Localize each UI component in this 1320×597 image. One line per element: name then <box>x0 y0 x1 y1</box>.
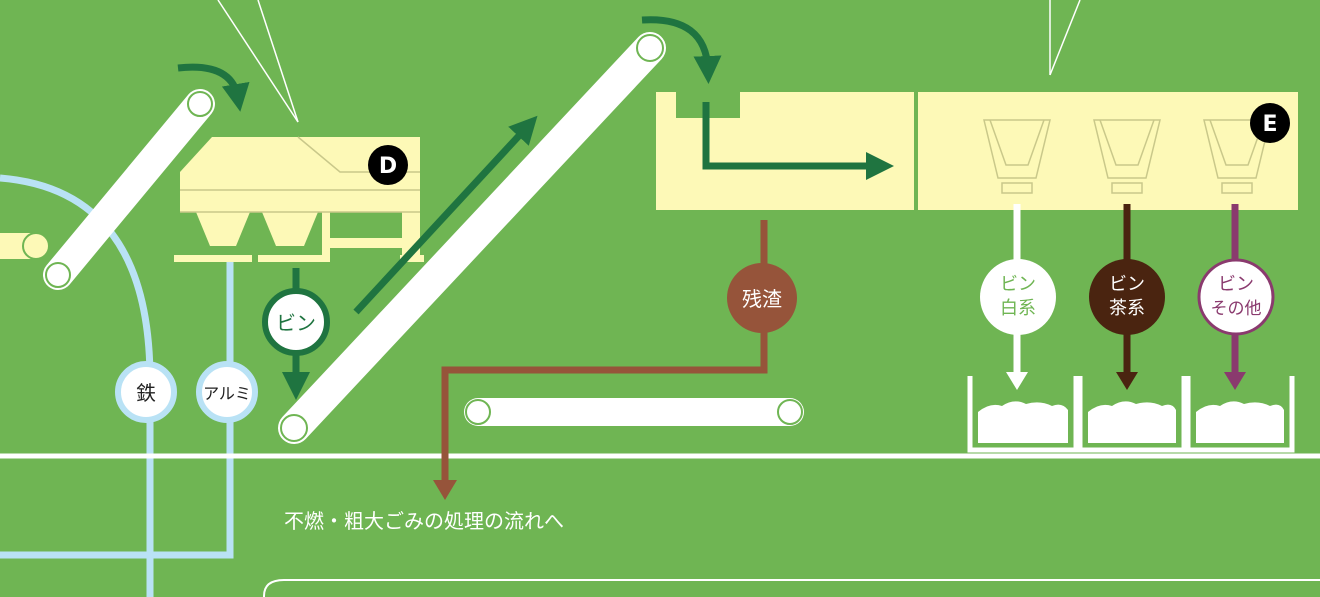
brown-bin-arrowhead <box>1116 372 1138 390</box>
residue-line <box>441 220 768 485</box>
bottom-panel <box>263 579 1320 597</box>
machine-e-right: E <box>918 92 1298 210</box>
conveyor-1 <box>43 89 215 290</box>
machine-e-left <box>656 92 914 210</box>
white-bin-arrowhead <box>1006 372 1028 390</box>
iron-route-arc <box>0 174 154 381</box>
machine-d: D <box>174 136 424 262</box>
svg-text:ビン: ビン <box>1109 274 1145 295</box>
feed-conveyor <box>0 232 50 260</box>
conveyor-3 <box>464 398 804 426</box>
svg-text:ビン: ビン <box>276 311 316 335</box>
marker-d: D <box>379 154 397 179</box>
label-zansa: 残渣 <box>727 263 797 333</box>
feed-curve-arrow <box>177 63 250 112</box>
other-bin-arrowhead <box>1224 372 1246 390</box>
label-bin-sono: ビン その他 <box>1197 258 1275 336</box>
svg-text:鉄: 鉄 <box>136 381 156 405</box>
marker-e: E <box>1262 112 1277 137</box>
svg-text:ビン: ビン <box>1000 274 1036 295</box>
callout-lines <box>217 0 1081 123</box>
label-arumi: アルミ <box>196 361 258 423</box>
svg-text:残渣: 残渣 <box>742 287 782 311</box>
bin-up-arrow <box>353 115 538 315</box>
top-curve-arrow <box>641 16 722 84</box>
bin-containers <box>967 376 1295 453</box>
svg-text:その他: その他 <box>1211 299 1262 319</box>
label-tetsu: 鉄 <box>115 361 177 423</box>
flow-text: 不燃・粗大ごみの処理の流れへ <box>284 509 564 533</box>
hopper-3 <box>1203 119 1271 194</box>
conveyor-2 <box>278 32 666 444</box>
svg-text:ビン: ビン <box>1218 274 1254 295</box>
residue-arrowhead <box>433 480 457 500</box>
svg-text:アルミ: アルミ <box>203 384 251 403</box>
svg-text:茶系: 茶系 <box>1109 298 1145 319</box>
internal-arrow <box>702 102 894 180</box>
label-bin-shiro: ビン 白系 <box>980 259 1056 335</box>
hopper-2 <box>1093 119 1161 194</box>
label-bin: ビン <box>262 288 330 356</box>
svg-text:白系: 白系 <box>1000 298 1036 319</box>
label-bin-cha: ビン 茶系 <box>1089 259 1165 335</box>
aluminum-line <box>0 258 234 559</box>
glass-piles <box>978 401 1284 443</box>
hopper-1 <box>983 119 1051 194</box>
